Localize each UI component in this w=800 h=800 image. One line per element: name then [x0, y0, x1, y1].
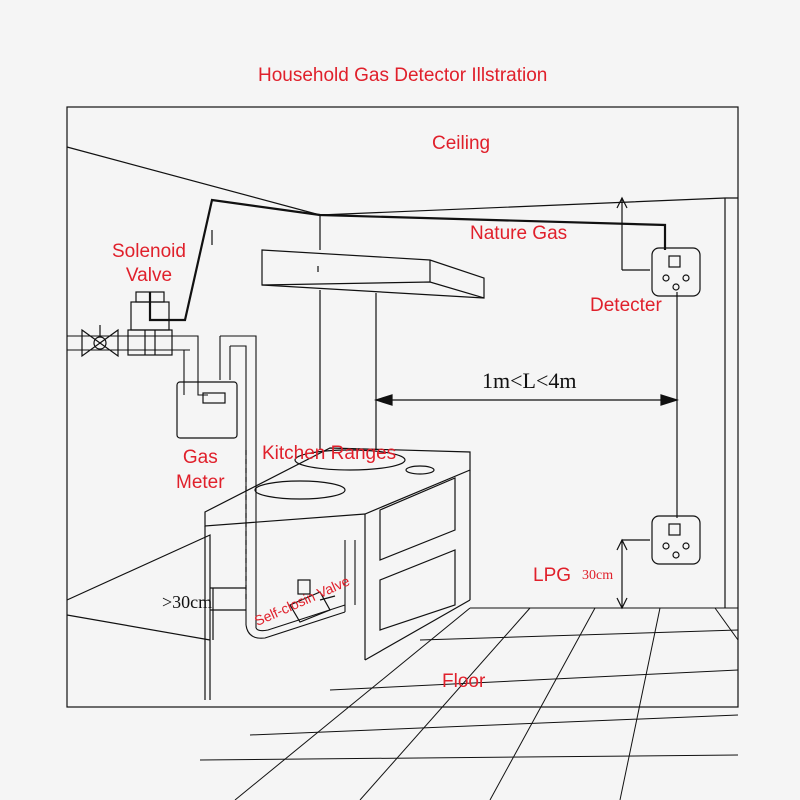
detector-label: Detecter	[590, 295, 662, 316]
ceiling-distance-arrow	[616, 196, 650, 271]
solenoid-label-line2: Valve	[125, 264, 173, 286]
ball-valve-icon	[81, 325, 119, 358]
pipe-distance-label: >30cm	[162, 592, 213, 612]
solenoid-valve-icon	[127, 291, 173, 356]
range-hood	[261, 216, 485, 450]
gas-detector-icon	[651, 515, 701, 565]
lpg-label: LPG	[533, 565, 572, 586]
self-closing-valve-icon	[289, 579, 336, 623]
floor-label: Floor	[442, 671, 486, 692]
kitchen-ranges-label: Kitchen Ranges	[262, 443, 397, 464]
gas-meter-icon	[176, 381, 238, 439]
diagram-title: Household Gas Detector Illstration	[258, 65, 548, 86]
floor-tiles	[199, 607, 739, 800]
control-wire	[148, 198, 667, 322]
gas-pipe	[67, 335, 356, 639]
gas-meter-label-line1: Gas	[182, 447, 218, 468]
ceiling-label: Ceiling	[432, 133, 491, 154]
lpg-distance-arrow	[616, 538, 650, 610]
nature-gas-label: Nature Gas	[470, 223, 568, 244]
detector-range-label: 1m<L<4m	[482, 368, 577, 393]
gas-meter-label-line2: Meter	[176, 471, 225, 493]
ceiling-back-edge	[66, 146, 738, 216]
kitchen-counter	[66, 447, 471, 700]
lpg-distance-label: 30cm	[582, 568, 614, 583]
gas-detector-icon	[651, 247, 701, 297]
solenoid-valve-label: Solenoid Valve	[112, 240, 186, 288]
room-frame	[66, 106, 739, 708]
range-distance-arrow	[373, 394, 680, 406]
pipe-distance-arrow	[210, 587, 246, 640]
gas-meter-label: Gas Meter	[176, 446, 225, 495]
solenoid-label-line1: Solenoid	[112, 241, 186, 262]
